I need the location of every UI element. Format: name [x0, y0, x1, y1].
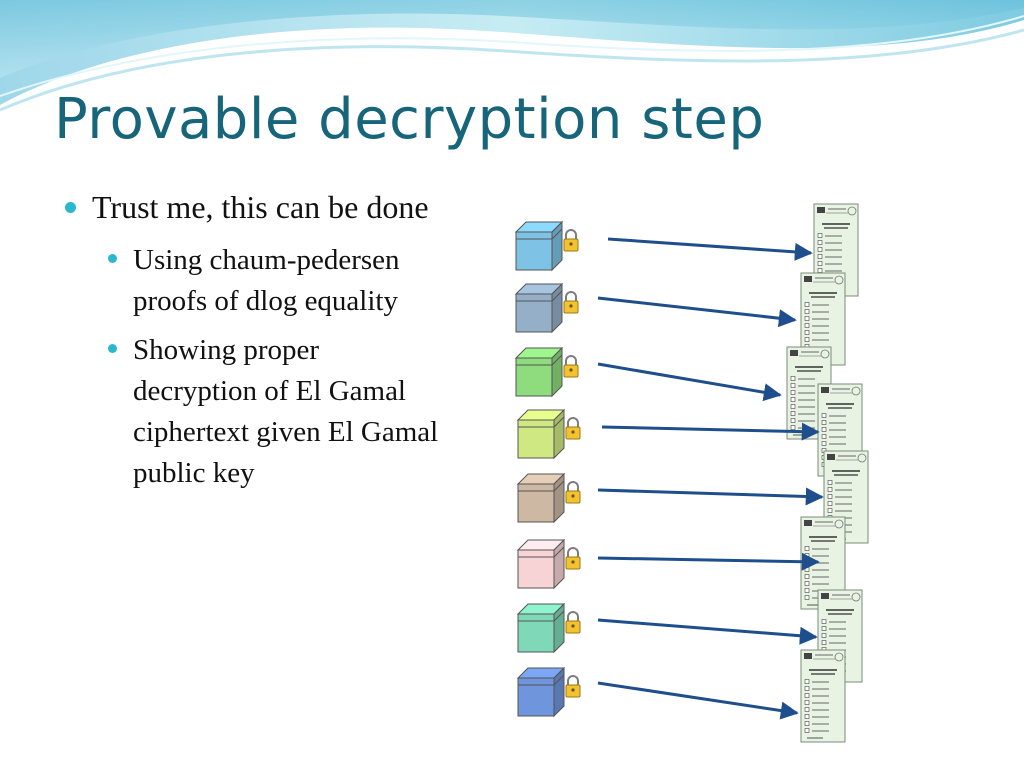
padlock-icon	[563, 291, 579, 314]
arrow-connector	[597, 681, 799, 720]
ballot-paper-icon	[800, 272, 846, 366]
ballot-paper-icon	[817, 589, 863, 683]
locked-box-icon	[516, 538, 581, 590]
ballot-paper-icon	[786, 346, 832, 440]
bullet-text-line: public key	[133, 457, 255, 489]
bullet-text-line: Showing proper	[133, 334, 320, 366]
ballot-paper-icon	[800, 649, 846, 743]
locked-box-icon	[516, 666, 581, 718]
locked-box-icon	[516, 472, 581, 524]
ballot-paper-icon	[823, 450, 869, 544]
locked-box-icon	[516, 602, 581, 654]
padlock-icon	[565, 675, 581, 698]
arrow-connector	[597, 296, 797, 328]
bullet-level-2: Showing proper decryption of El Gamal ci…	[108, 330, 523, 494]
padlock-icon	[565, 481, 581, 504]
locked-box-icon	[514, 346, 579, 398]
locked-box-icon	[514, 220, 579, 272]
ballot-paper-icon	[813, 203, 859, 297]
arrow-connector	[597, 552, 820, 571]
ballot-paper-icon	[817, 383, 863, 477]
bullet-level-2: Using chaum-pedersen proofs of dlog equa…	[108, 240, 523, 322]
bullet-level-1: Trust me, this can be done	[65, 188, 429, 226]
arrow-connector	[607, 237, 813, 261]
bullet-text-line: Using chaum-pedersen	[133, 244, 400, 276]
arrow-connector	[597, 618, 818, 645]
padlock-icon	[565, 417, 581, 440]
locked-box-icon	[514, 282, 579, 334]
bullet-dot-icon	[108, 254, 117, 263]
padlock-icon	[565, 611, 581, 634]
slide-title: Provable decryption step	[54, 87, 765, 152]
bullet-text-line: decryption of El Gamal	[133, 375, 406, 407]
ballot-paper-icon	[800, 516, 846, 610]
bullet-text-line: proofs of dlog equality	[133, 285, 398, 317]
arrow-connector	[601, 422, 820, 441]
bullet-dot-icon	[65, 202, 76, 213]
bullet-dot-icon	[108, 344, 117, 353]
bullet-text: Trust me, this can be done	[92, 189, 429, 225]
padlock-icon	[565, 547, 581, 570]
padlock-icon	[563, 229, 579, 252]
bullet-text-line: ciphertext given El Gamal	[133, 416, 439, 448]
arrow-connector	[597, 362, 782, 402]
locked-box-icon	[516, 408, 581, 460]
padlock-icon	[563, 355, 579, 378]
arrow-connector	[597, 487, 824, 506]
header-wave-decoration	[0, 0, 1024, 112]
